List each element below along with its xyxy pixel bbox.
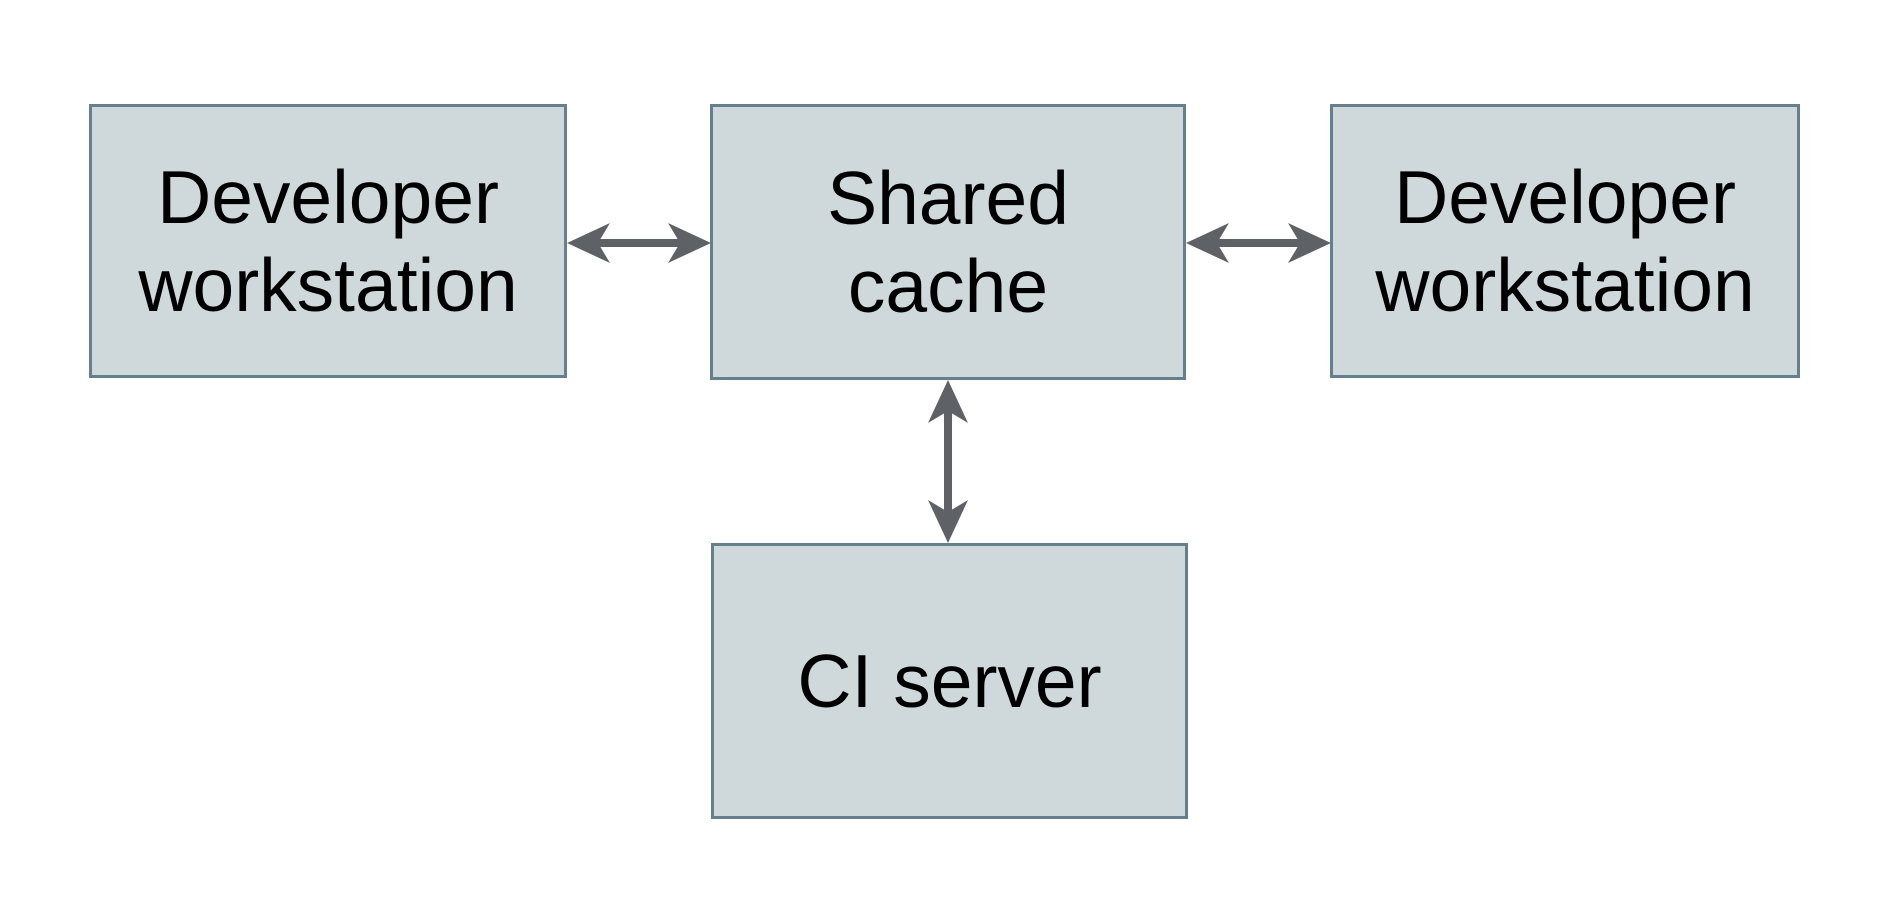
node-label-line: Developer <box>157 155 499 239</box>
bidirectional-arrow-icon-left-workstation-shared-cache <box>567 223 711 263</box>
node-label-line: workstation <box>1375 243 1755 327</box>
bidirectional-arrow-icon-shared-cache-ci-server <box>928 380 968 543</box>
bidirectional-arrow-icon-shared-cache-right-workstation <box>1186 223 1331 263</box>
node-label-line: workstation <box>138 243 518 327</box>
node-ci-server: CI server <box>711 543 1188 819</box>
node-developer-workstation-left: Developer workstation <box>89 104 567 378</box>
node-developer-workstation-right: Developer workstation <box>1330 104 1800 378</box>
node-shared-cache: Shared cache <box>710 104 1186 380</box>
node-label-line: CI server <box>797 639 1102 723</box>
node-label-line: Developer <box>1394 155 1736 239</box>
node-label-line: Shared <box>827 156 1069 240</box>
node-label-line: cache <box>847 244 1049 328</box>
